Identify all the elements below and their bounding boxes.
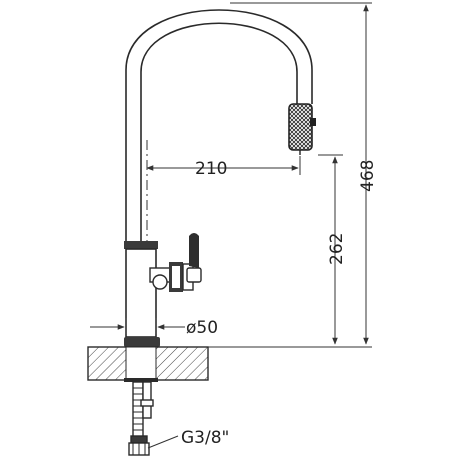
dimension-total-height: 468 bbox=[230, 2, 378, 345]
diameter-label: ø50 bbox=[186, 318, 218, 338]
connection-label: G3/8" bbox=[181, 428, 229, 448]
counter-top bbox=[87, 346, 209, 382]
dimension-diameter: ø50 bbox=[90, 318, 218, 338]
dimension-reach: 210 bbox=[146, 156, 301, 179]
callout-connection: G3/8" bbox=[147, 428, 229, 449]
mounting-rod bbox=[128, 381, 154, 456]
spray-head bbox=[288, 103, 316, 155]
spout-outer-contour bbox=[125, 9, 313, 243]
spout-inner-contour bbox=[140, 22, 298, 243]
spout-height-label: 262 bbox=[327, 233, 347, 265]
total-height-label: 468 bbox=[358, 160, 378, 192]
reach-label: 210 bbox=[195, 159, 227, 179]
side-lever bbox=[149, 233, 202, 292]
spout bbox=[125, 9, 313, 243]
faucet-body bbox=[124, 241, 160, 347]
dimension-spout-height: 262 bbox=[318, 154, 347, 345]
